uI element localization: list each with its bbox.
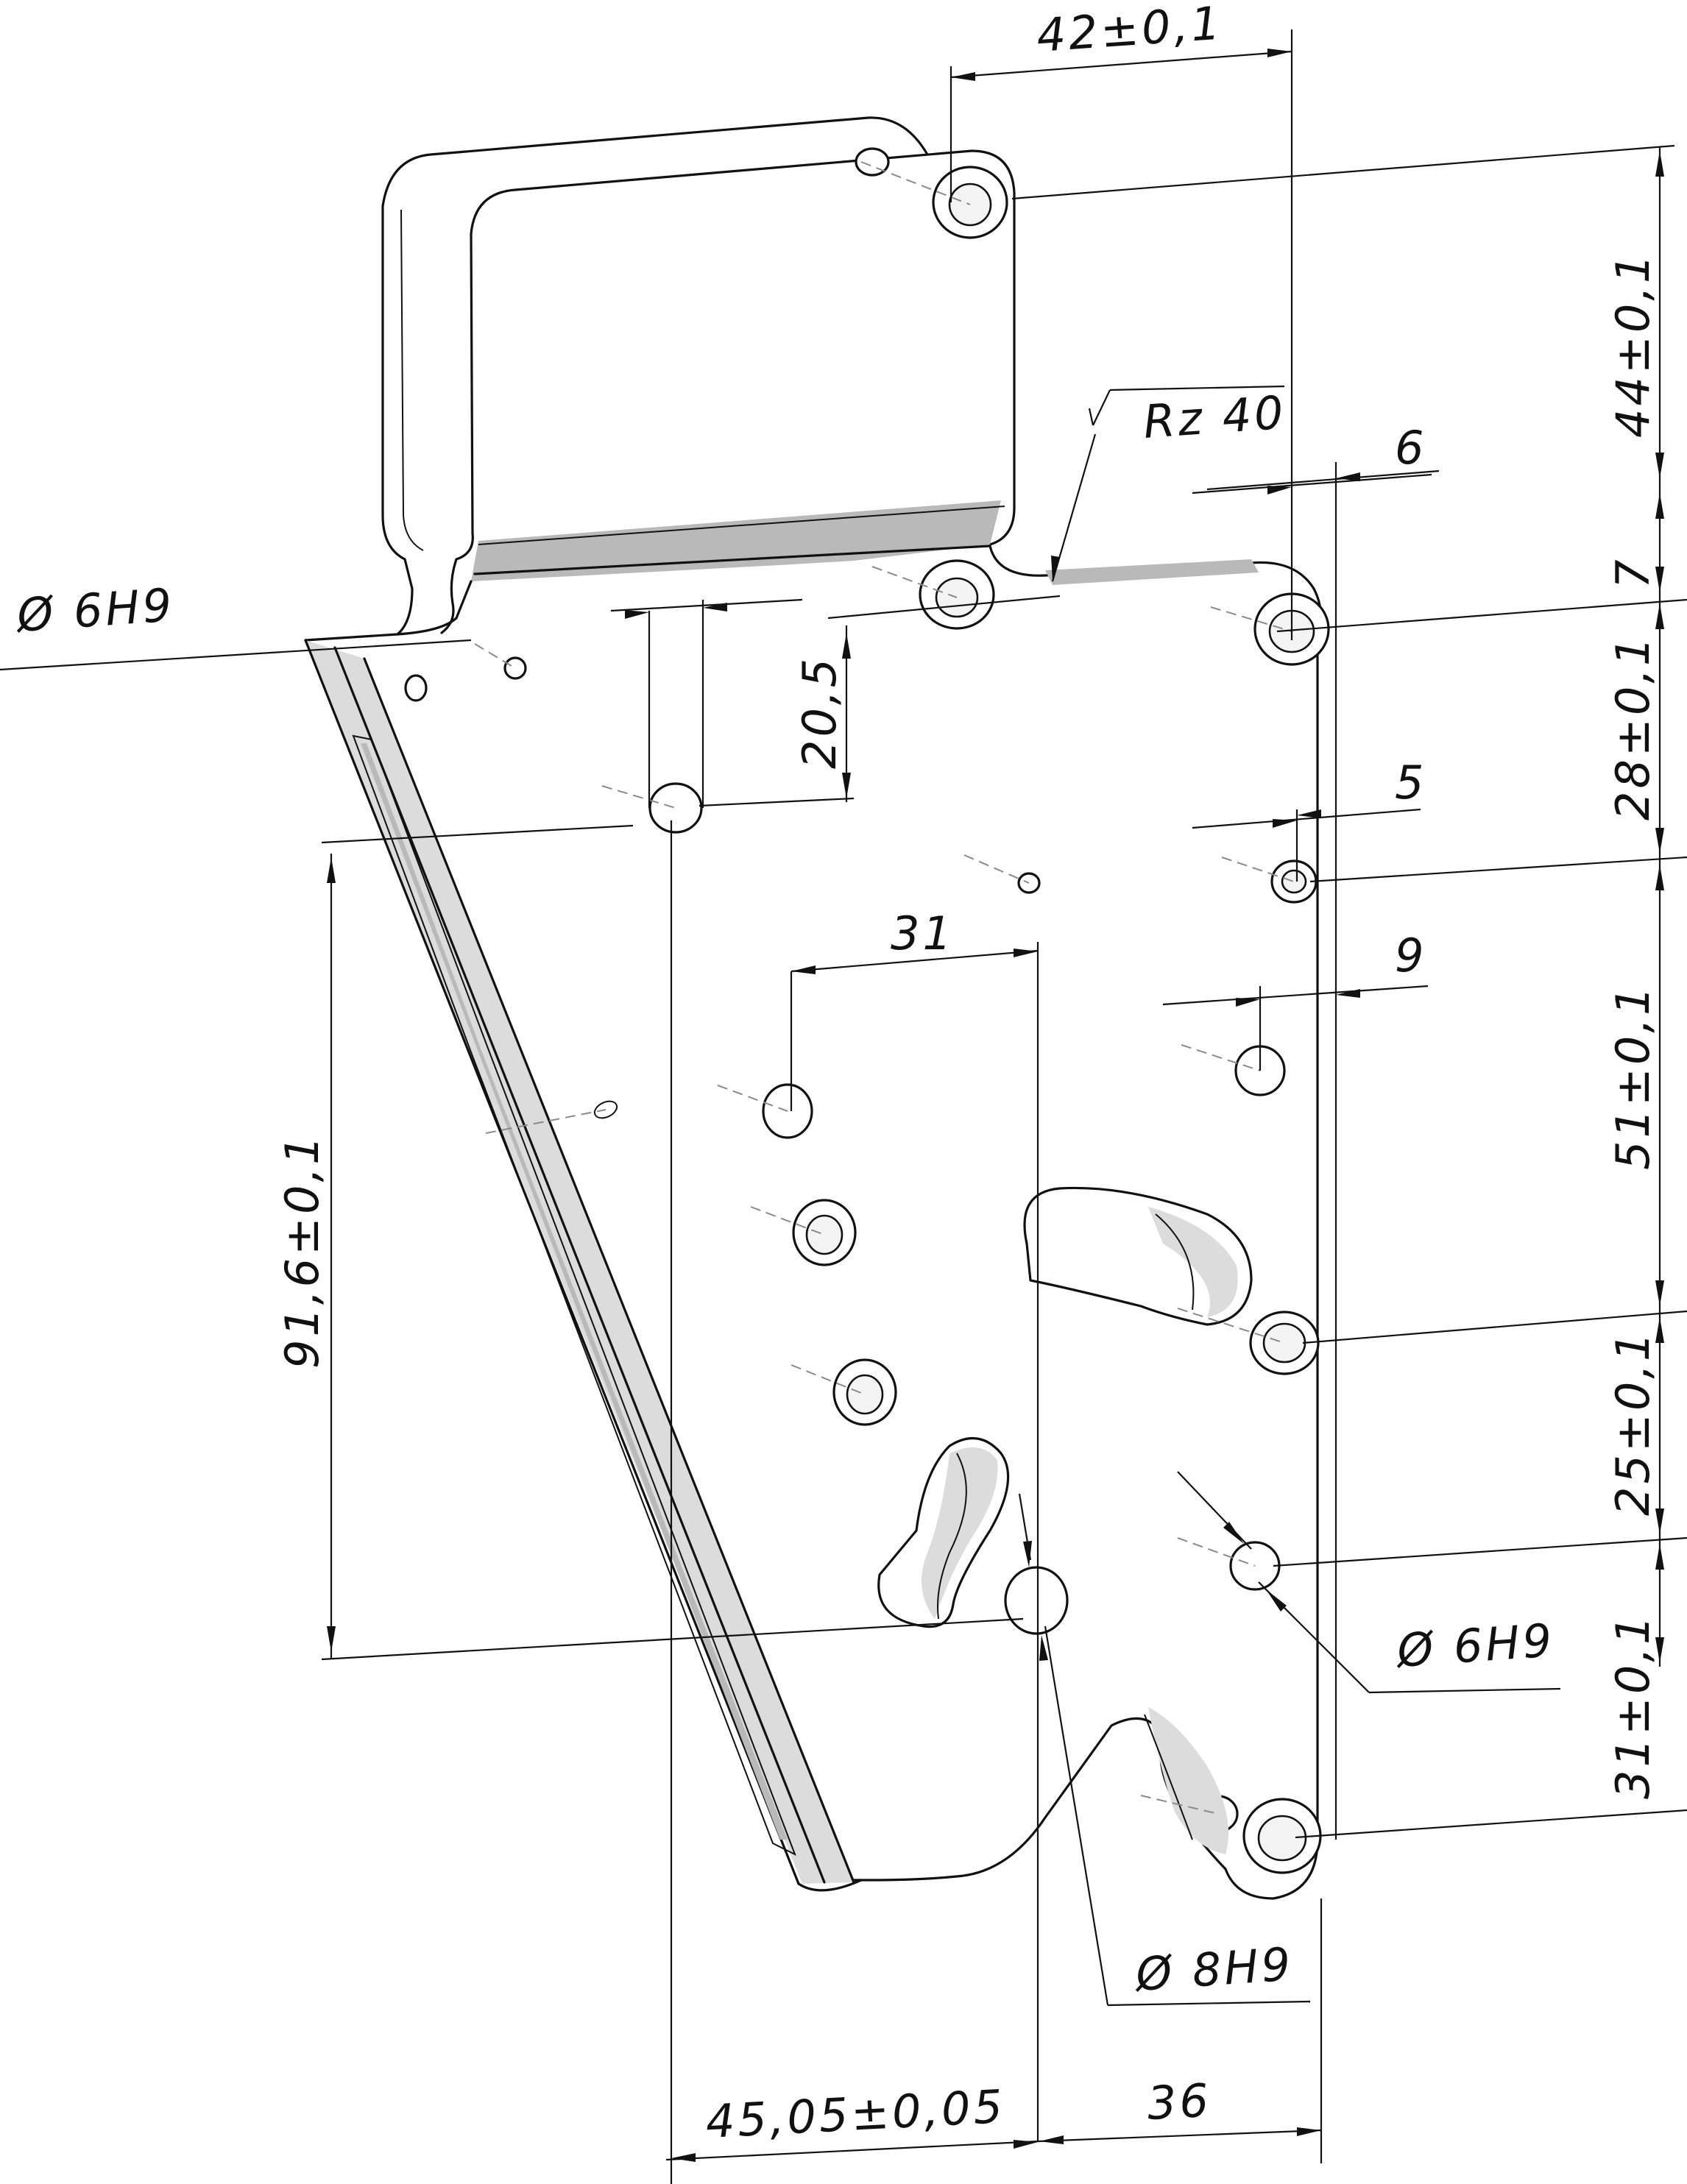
hole-left-mid [792, 1199, 857, 1266]
dim-height-20-5: 20,5 [793, 656, 846, 769]
hole-center-8h9 [1004, 1566, 1069, 1635]
hole-mid-left [919, 559, 995, 630]
dim-center-hole: Ø 8H9 [1132, 1937, 1295, 2002]
dim-right-7: 7 [1606, 557, 1660, 589]
dim-offset-5: 5 [1395, 756, 1426, 809]
cam-slots [877, 1186, 1253, 1854]
hole-top [932, 166, 1008, 239]
dimension-lines [0, 29, 1687, 2184]
dim-offset-31: 31 [891, 907, 955, 960]
dim-bottom-45-05: 45,05±0,05 [704, 2080, 1007, 2149]
hole-slot-pin [593, 1100, 618, 1119]
arrowheads [327, 49, 1664, 2162]
hole-small-a [503, 656, 527, 680]
dim-bottom-36: 36 [1146, 2074, 1213, 2130]
bracket-part [304, 116, 1322, 1900]
hole-top-small [855, 147, 890, 177]
dim-right-31: 31±0,1 [1606, 1613, 1660, 1799]
dim-offset-9: 9 [1395, 929, 1426, 982]
dim-roughness: Rz 40 [1142, 386, 1288, 449]
hole-small-b [404, 674, 428, 702]
dim-right-25: 25±0,1 [1606, 1330, 1660, 1516]
dim-right-51: 51±0,1 [1606, 984, 1660, 1170]
hole-5 [1270, 859, 1318, 904]
dim-offset-6: 6 [1395, 421, 1426, 475]
dim-right-hole: Ø 6H9 [1393, 1613, 1557, 1678]
dimension-labels: 42±0,1 Rz 40 6 5 9 31 20,5 Ø 6H9 Ø 6H9 Ø… [13, 0, 1660, 2149]
hole-left-low [832, 1358, 897, 1426]
axis-lines [474, 161, 1295, 1815]
dim-right-44: 44±0,1 [1606, 252, 1660, 438]
dim-left-hole: Ø 6H9 [13, 578, 177, 642]
hole-bottom [1242, 1798, 1322, 1874]
dim-top-width: 42±0,1 [1035, 0, 1225, 63]
dim-right-28: 28±0,1 [1606, 634, 1660, 820]
hole-right-51 [1249, 1311, 1320, 1375]
hole-left-6h9 [648, 782, 703, 834]
dim-left-91-6: 91,6±0,1 [275, 1132, 329, 1369]
